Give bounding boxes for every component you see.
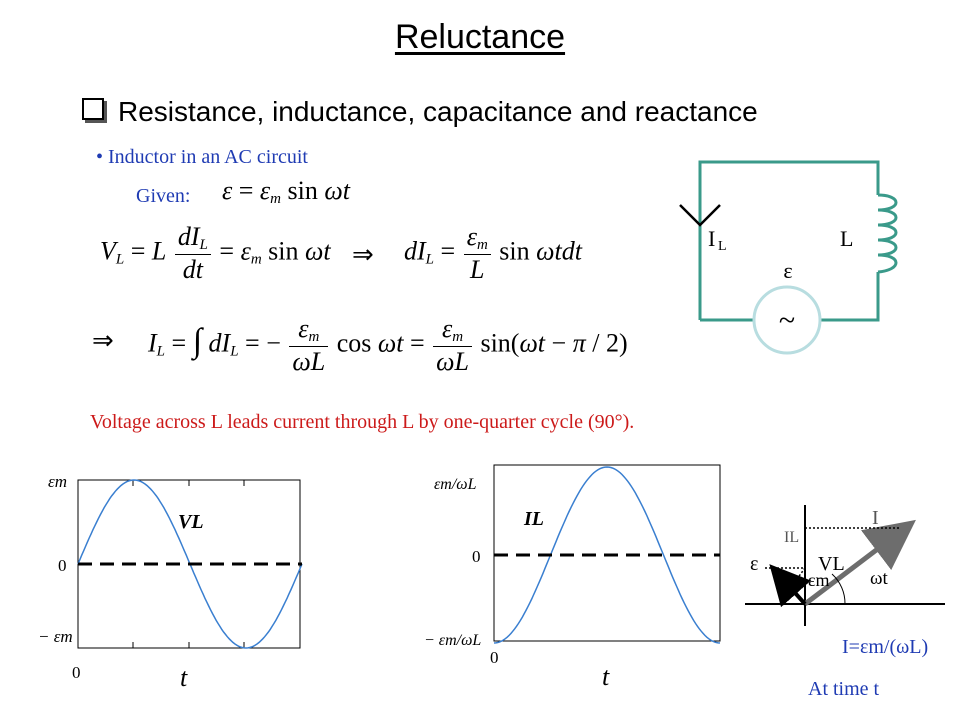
vl-ticks — [78, 479, 245, 649]
inductor-coil — [877, 193, 898, 274]
il-xlabel: t — [602, 662, 610, 691]
current-arrow — [679, 204, 721, 227]
circuit-inductor-label: L — [840, 226, 853, 251]
vl-ytick-bottom: − εm — [40, 627, 73, 646]
page-title: Reluctance — [394, 18, 566, 56]
phasor-il-label: IL — [784, 529, 799, 546]
il-curve — [493, 466, 721, 644]
phasor-angle-label: ωt — [870, 568, 889, 589]
checkbox-bullet-icon — [82, 98, 104, 120]
phasor-eps-label: ε — [750, 553, 758, 575]
il-plot-frame — [493, 464, 721, 642]
vl-xtick-origin: 0 — [72, 663, 81, 682]
il-ticks — [494, 464, 500, 642]
phasor-epsm-label: εm — [808, 570, 830, 590]
vl-ytick-top: εm — [48, 472, 67, 491]
current-phasor-arrow — [803, 519, 916, 606]
circuit-emf-label: ε — [783, 258, 792, 283]
il-ytick-mid: 0 — [472, 547, 481, 566]
phase-statement: Voltage across L leads current through L… — [90, 411, 635, 433]
voltage-phasor-arrow — [769, 564, 811, 608]
ac-source — [752, 285, 822, 355]
il-ytick-bottom: − εm/ωL — [424, 632, 481, 649]
circuit-wires — [698, 160, 880, 322]
phasor-i-label: I — [872, 507, 879, 529]
vl-xlabel: t — [180, 663, 188, 692]
vl-plot: VL εm 0 − εm 0 t — [40, 472, 303, 692]
projection-lines — [765, 527, 900, 587]
il-series-label: IL — [523, 508, 544, 530]
given-label: Given: — [136, 185, 191, 207]
implies-symbol: ⇒ — [352, 240, 374, 269]
il-plot: IL εm/ωL 0 − εm/ωL 0 t — [424, 464, 721, 691]
ac-source-symbol: ~ — [779, 304, 795, 337]
phasor-diagram: I IL VL ε εm ωt — [745, 505, 945, 626]
il-xtick-origin: 0 — [490, 648, 499, 667]
svg-text:I: I — [708, 226, 715, 251]
phasor-caption: At time t — [808, 678, 880, 700]
bullet-point: • Inductor in an AC circuit — [96, 146, 308, 168]
svg-text:L: L — [718, 239, 727, 254]
phasor-vl-label: VL — [818, 553, 845, 575]
vl-ytick-mid: 0 — [58, 556, 67, 575]
vl-series-label: VL — [178, 511, 204, 533]
section-heading: Resistance, inductance, capacitance and … — [82, 96, 758, 128]
angle-arc — [831, 573, 846, 605]
implies-symbol-2: ⇒ — [92, 326, 114, 355]
given-equation: ε = εm sin ωt — [222, 176, 350, 207]
current-amplitude-result: I=εm/(ωL) — [842, 636, 929, 658]
il-ytick-top: εm/ωL — [434, 476, 477, 493]
